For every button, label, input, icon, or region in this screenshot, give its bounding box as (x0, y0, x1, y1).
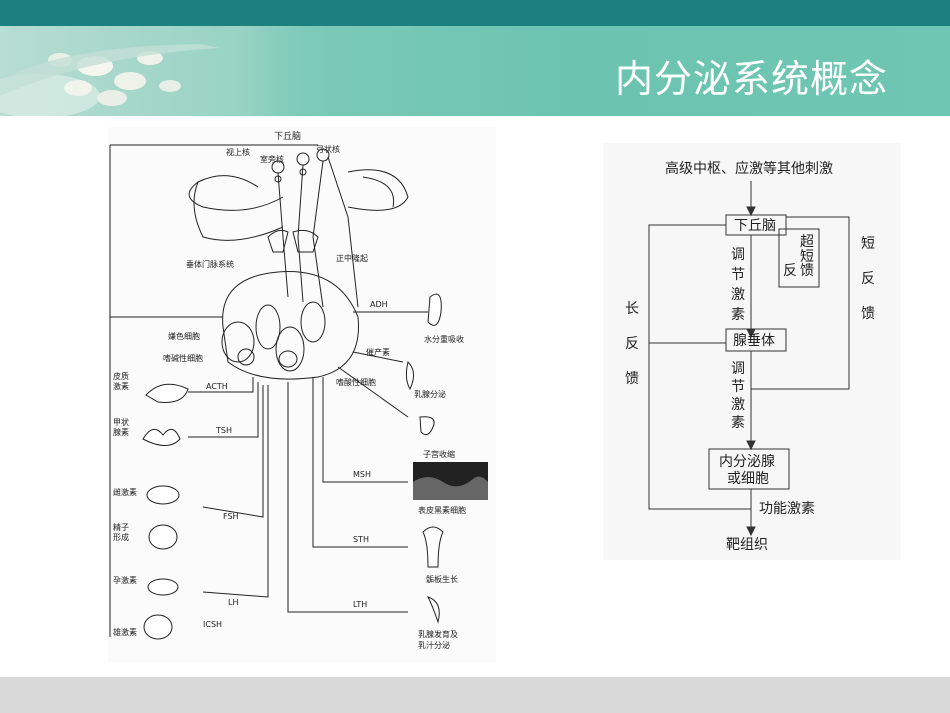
label-hypothalamus-box: 下丘脑 (734, 218, 776, 234)
label-msh: MSH (353, 470, 371, 479)
label-long-feedback-3: 馈 (625, 371, 639, 387)
label-regulatory-2: 节 (731, 267, 745, 283)
label-thyroid-hormone-2: 腺素 (113, 427, 129, 437)
header-top-bar (0, 0, 950, 26)
label-cortex-hormone-2: 激素 (113, 381, 129, 391)
feedback-regulation-diagram: 高级中枢、应激等其他刺激 下丘脑 调 节 激 素 超 短 反 馈 腺垂体 调 节… (603, 143, 901, 560)
label-portal-system: 垂体门脉系统 (186, 259, 234, 269)
label-adh: ADH (370, 300, 388, 309)
label-endocrine-gland-1: 内分泌腺 (719, 454, 775, 470)
label-milk-secretion: 乳腺分泌 (414, 389, 446, 399)
label-water-reabsorption: 水分重吸收 (424, 334, 464, 344)
label-ultra-short-3: 反 (783, 263, 797, 279)
label-acidophil: 嗜酸性细胞 (336, 377, 376, 387)
label-acth: ACTH (206, 382, 228, 391)
label-target-tissue: 靶组织 (726, 537, 768, 553)
label-top-input: 高级中枢、应激等其他刺激 (665, 160, 833, 177)
label-icsh: ICSH (203, 620, 222, 629)
label-supraoptic: 室旁核 (260, 154, 284, 164)
label-regulatory-3: 激 (731, 286, 745, 303)
label-functional-hormone: 功能激素 (759, 500, 815, 517)
label-sperm-formation-1: 精子 (113, 522, 129, 532)
label-lth: LTH (353, 600, 367, 609)
label-tsh: TSH (215, 426, 232, 435)
label-uterine-contraction: 子宫收缩 (423, 449, 455, 459)
label-short-feedback-3: 馈 (861, 306, 875, 322)
label-lh: LH (228, 598, 238, 607)
label-progesterone: 孕激素 (113, 575, 137, 585)
label-ultra-short-4: 馈 (800, 263, 814, 279)
label-melanocyte: 表皮黑素细胞 (418, 505, 466, 515)
label-regulatory-1: 调 (731, 247, 745, 263)
label-long-feedback-1: 长 (625, 301, 639, 317)
label-short-feedback-2: 反 (861, 271, 875, 287)
label-regulatory-b-2: 节 (731, 379, 745, 395)
pituitary-hormone-diagram: 下丘脑 视上核 室旁核 弓状核 正中隆起 垂体门脉系统 嫌色细胞 嗜碱性细胞 嗜… (88, 127, 496, 662)
label-estrogen: 雌激素 (113, 487, 137, 497)
label-endocrine-gland-2: 或细胞 (727, 471, 769, 487)
label-breast-development-1: 乳腺发育及 (418, 629, 458, 639)
label-breast-development-2: 乳汁分泌 (418, 640, 450, 650)
label-thyroid-hormone-1: 甲状 (113, 417, 129, 427)
slide-header: 内分泌系统概念 (0, 0, 950, 116)
label-regulatory-b-1: 调 (731, 361, 745, 377)
label-chromophobe: 嫌色细胞 (168, 331, 200, 341)
label-paraventricular: 视上核 (226, 147, 250, 157)
label-hypothalamus: 下丘脑 (274, 130, 301, 142)
label-bone-growth: 骺板生长 (426, 574, 458, 584)
label-pituitary-box: 腺垂体 (733, 333, 775, 349)
page-title: 内分泌系统概念 (614, 57, 888, 101)
header-lamp-image (0, 26, 330, 116)
footer-bar (0, 677, 950, 713)
label-short-feedback-1: 短 (861, 236, 875, 252)
label-cortex-hormone-1: 皮质 (113, 371, 129, 381)
label-ultra-short-1: 超 (800, 234, 814, 250)
label-sperm-formation-2: 形成 (113, 532, 129, 542)
label-median-eminence: 正中隆起 (336, 253, 368, 263)
label-long-feedback-2: 反 (625, 336, 639, 352)
label-regulatory-b-4: 素 (731, 415, 745, 431)
label-oxytocin: 催产素 (366, 347, 390, 357)
label-androgen: 雄激素 (113, 627, 137, 637)
label-ultra-short-2: 短 (800, 249, 814, 265)
label-basophil: 嗜碱性细胞 (163, 353, 203, 363)
label-arcuate: 弓状核 (316, 144, 340, 154)
label-regulatory-4: 素 (731, 307, 745, 323)
label-regulatory-b-3: 激 (731, 396, 745, 413)
label-sth: STH (353, 535, 369, 544)
label-fsh: FSH (223, 512, 239, 521)
